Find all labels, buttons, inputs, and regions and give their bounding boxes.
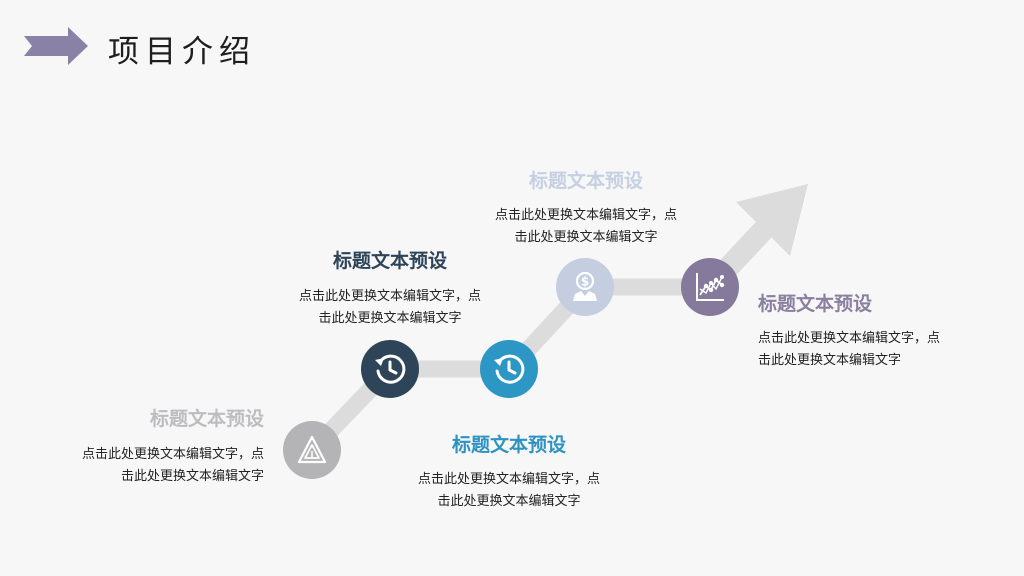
arrow-right-icon <box>24 27 88 65</box>
step-desc-3: 点击此处更换文本编辑文字，点 击此处更换文本编辑文字 <box>389 469 629 513</box>
dollar-person-icon: $ <box>573 271 597 301</box>
step-title-5: 标题文本预设 <box>758 293 873 315</box>
step-desc-4-line2: 击此处更换文本编辑文字 <box>514 230 658 245</box>
step-desc-5: 点击此处更换文本编辑文字，点 击此处更换文本编辑文字 <box>758 328 940 372</box>
step-node-5[interactable] <box>681 258 739 316</box>
step-desc-5-line2: 击此处更换文本编辑文字 <box>758 353 902 368</box>
step-node-4[interactable]: $ <box>556 258 614 316</box>
history-clock-icon <box>494 354 525 384</box>
step-node-3[interactable] <box>480 340 538 398</box>
page-title: 项目介绍 <box>108 34 256 70</box>
step-desc-1: 点击此处更换文本编辑文字，点 击此处更换文本编辑文字 <box>82 444 264 488</box>
step-desc-4: 点击此处更换文本编辑文字，点 击此处更换文本编辑文字 <box>466 205 706 249</box>
step-node-2[interactable] <box>361 340 419 398</box>
step-title-4: 标题文本预设 <box>528 170 643 192</box>
step-desc-3-line2: 击此处更换文本编辑文字 <box>437 494 581 509</box>
step-title-2: 标题文本预设 <box>332 250 447 272</box>
step-desc-3-line1: 点击此处更换文本编辑文字，点 <box>417 472 600 487</box>
step-desc-2: 点击此处更换文本编辑文字，点 击此处更换文本编辑文字 <box>270 286 510 330</box>
step-desc-2-line1: 点击此处更换文本编辑文字，点 <box>298 289 481 304</box>
triangle-icon <box>297 435 327 464</box>
path-arrow-head <box>736 184 808 256</box>
svg-text:$: $ <box>581 275 589 289</box>
step-desc-1-line2: 击此处更换文本编辑文字 <box>120 469 264 484</box>
step-desc-5-line1: 点击此处更换文本编辑文字，点 <box>758 331 941 346</box>
step-desc-4-line1: 点击此处更换文本编辑文字，点 <box>494 208 677 223</box>
history-clock-icon <box>375 354 406 384</box>
line-chart-icon <box>696 273 725 301</box>
step-title-3: 标题文本预设 <box>451 434 566 456</box>
step-node-1[interactable] <box>283 421 341 479</box>
step-desc-2-line2: 击此处更换文本编辑文字 <box>318 311 462 326</box>
step-desc-1-line1: 点击此处更换文本编辑文字，点 <box>81 447 264 462</box>
step-title-1: 标题文本预设 <box>149 408 264 430</box>
